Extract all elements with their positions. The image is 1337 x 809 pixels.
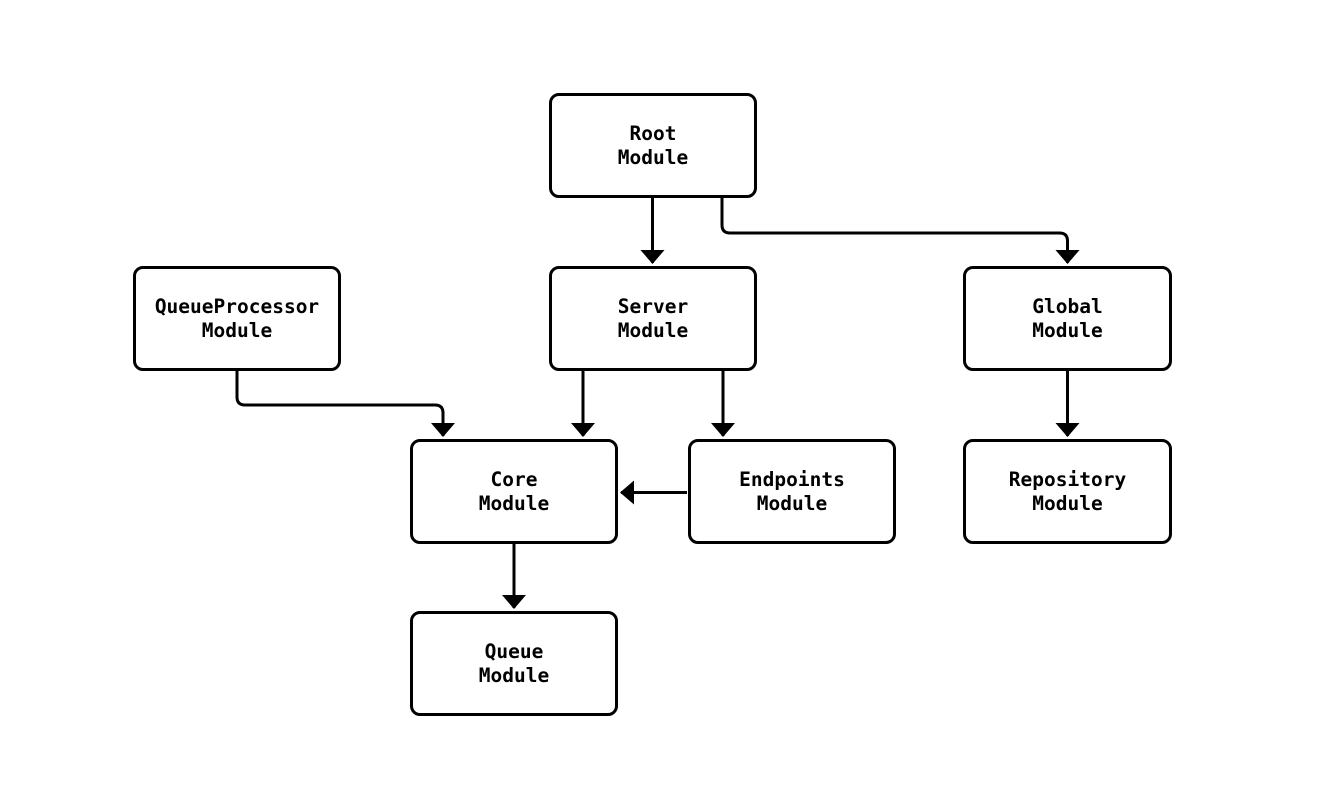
node-server-module: Server Module — [549, 266, 757, 371]
edge-queueprocessor-to-core — [235, 371, 455, 437]
node-repository-module: Repository Module — [963, 439, 1172, 544]
node-core-module: Core Module — [410, 439, 618, 544]
node-queue-module: Queue Module — [410, 611, 618, 716]
node-endpoints-module: Endpoints Module — [688, 439, 896, 544]
node-global-module: Global Module — [963, 266, 1172, 371]
node-queueprocessor-module: QueueProcessor Module — [133, 266, 341, 371]
edge-root-to-global — [720, 198, 1080, 264]
node-root-module: Root Module — [549, 93, 757, 198]
